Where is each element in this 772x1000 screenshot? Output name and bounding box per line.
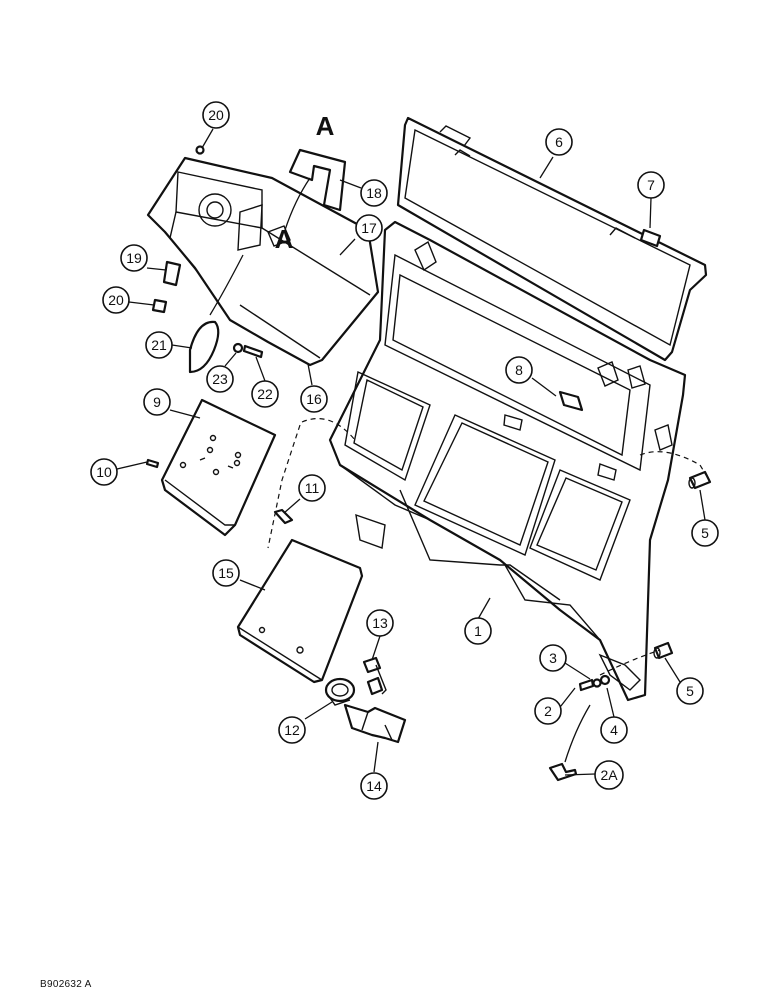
svg-text:23: 23 [212,371,228,387]
part-10-screw [145,458,160,469]
callout-15: 15 [212,559,240,587]
svg-text:18: 18 [366,185,382,201]
part-2A-screw [548,762,578,782]
callout-13: 13 [366,609,394,637]
callout-leaders [116,128,706,776]
svg-text:7: 7 [647,177,655,193]
svg-text:10: 10 [96,464,112,480]
part-8-clip [558,390,584,412]
svg-text:20: 20 [208,107,224,123]
part-2-screw [578,678,595,692]
callout-12: 12 [278,716,306,744]
callout-8: 8 [505,356,533,384]
callout-3: 3 [539,644,567,672]
part-14-latch [343,703,407,744]
callout-6: 6 [545,128,573,156]
svg-text:2A: 2A [600,767,618,783]
callout-1: 1 [464,617,492,645]
callout-21: 21 [145,331,173,359]
svg-text:2: 2 [544,703,552,719]
svg-text:6: 6 [555,134,563,150]
callout-5-lower: 5 [676,677,704,705]
part-9-plate [160,398,277,537]
svg-text:21: 21 [151,337,167,353]
callout-9: 9 [143,388,171,416]
part-6-lid-frame [396,116,708,362]
svg-text:22: 22 [257,386,273,402]
view-letter-a-top: A [316,111,335,141]
callout-7: 7 [637,171,665,199]
svg-text:5: 5 [686,683,694,699]
callout-20-top: 20 [202,101,230,129]
svg-text:13: 13 [372,615,388,631]
svg-text:12: 12 [284,722,300,738]
callout-4: 4 [600,716,628,744]
svg-text:9: 9 [153,394,161,410]
callout-17: 17 [355,214,383,242]
part-18-bracket [288,148,347,212]
svg-text:8: 8 [515,362,523,378]
part-1-console-housing [328,220,687,702]
part-13-keys [362,656,387,696]
part-20-nut [151,298,168,314]
callout-18: 18 [360,179,388,207]
svg-text:19: 19 [126,250,142,266]
part-5-bushing-lower [653,641,674,660]
part-3-washer [592,678,602,688]
figure-code: B902632 A [40,979,92,990]
callout-14: 14 [360,772,388,800]
part-5-bushing-upper [688,470,712,490]
part-12-lock-cylinder [324,677,356,706]
callout-2: 2 [534,697,562,725]
svg-text:1: 1 [474,623,482,639]
part-11-screw [273,508,294,525]
svg-text:5: 5 [701,525,709,541]
svg-text:17: 17 [361,220,377,236]
callout-11: 11 [298,474,326,502]
callout-2A: 2A [594,760,624,790]
part-4-washer [599,674,611,686]
svg-text:14: 14 [366,778,382,794]
callout-19: 19 [120,244,148,272]
svg-text:11: 11 [305,480,320,496]
part-22-screw [242,344,264,359]
svg-text:3: 3 [549,650,557,666]
svg-text:4: 4 [610,722,618,738]
callout-16: 16 [300,385,328,413]
svg-text:20: 20 [108,292,124,308]
svg-text:15: 15 [218,565,234,581]
view-letter-a-mid: A [275,224,294,254]
callout-22: 22 [251,380,279,408]
svg-text:16: 16 [306,391,322,407]
callout-10: 10 [90,458,118,486]
part-23-washer [232,342,244,354]
callout-23: 23 [206,365,234,393]
part-15-lower-panel [236,538,364,684]
part-19-small-bracket [162,260,182,287]
part-21-strap [188,320,220,374]
part-16-upper-housing [146,145,380,367]
callout-20-left: 20 [102,286,130,314]
callout-5-upper: 5 [691,519,719,547]
part-7-label [639,228,662,248]
